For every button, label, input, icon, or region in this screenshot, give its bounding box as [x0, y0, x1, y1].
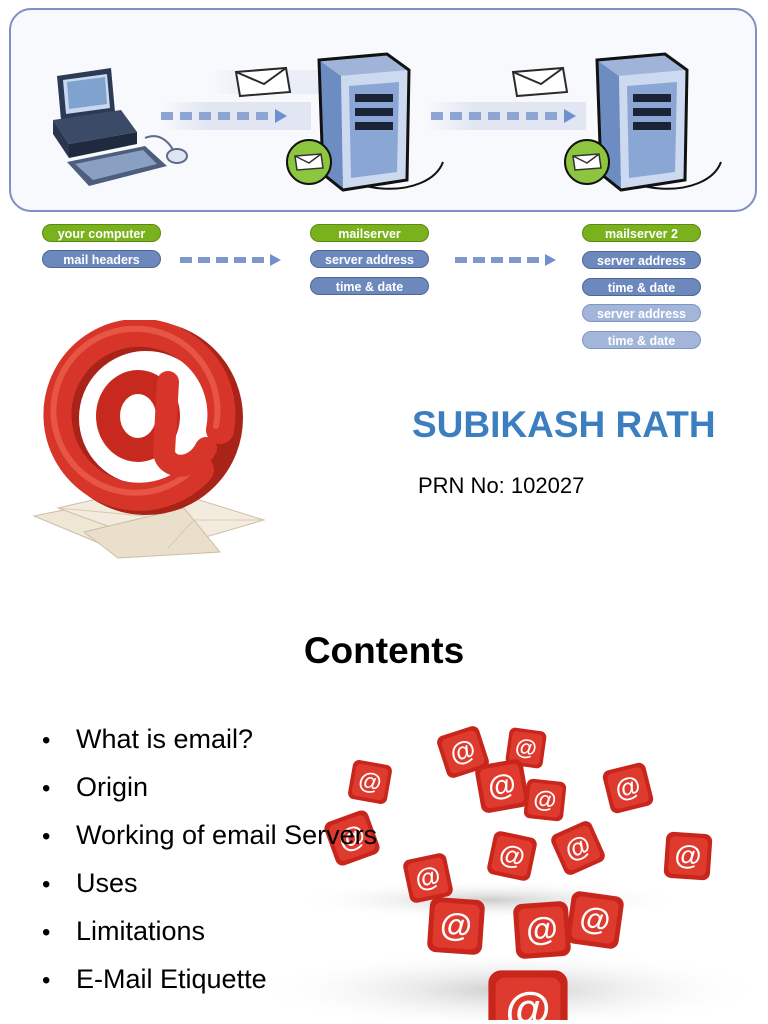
contents-list: •What is email? •Origin •Working of emai… [42, 715, 377, 1003]
computer-icon [53, 68, 188, 186]
server-icon [564, 52, 722, 192]
server-icon [286, 52, 444, 192]
label-mail-headers: mail headers [42, 250, 161, 268]
prn-number: PRN No: 102027 [418, 473, 585, 498]
label-mailserver-2: mailserver 2 [582, 224, 701, 242]
label-mailserver: mailserver [310, 224, 429, 242]
flow-arrow [161, 109, 287, 123]
presenter-name: SUBIKASH RATH [412, 404, 716, 445]
list-item: •Working of email Servers [42, 820, 378, 850]
flow-arrow [180, 254, 281, 266]
label-your-computer: your computer [42, 224, 161, 242]
label-time-date: time & date [582, 278, 701, 296]
list-item: •Limitations [42, 916, 206, 946]
label-time-date: time & date [310, 277, 429, 295]
at-sign-icon [32, 320, 266, 559]
label-server-address: server address [582, 304, 701, 322]
label-server-address: server address [310, 250, 429, 268]
list-item: •Origin [42, 772, 149, 802]
flow-arrow [455, 254, 556, 266]
mail-flow-diagram [9, 8, 757, 212]
email-dice-illustration: @ [260, 724, 760, 1020]
envelope-icon [234, 66, 292, 98]
list-item: •Uses [42, 868, 138, 898]
list-item: •E-Mail Etiquette [42, 964, 267, 994]
label-server-address: server address [582, 251, 701, 269]
label-time-date: time & date [582, 331, 701, 349]
envelope-icon [511, 66, 569, 98]
contents-title: Contents [303, 630, 465, 671]
list-item: •What is email? [42, 724, 254, 754]
flow-arrow [431, 109, 576, 123]
